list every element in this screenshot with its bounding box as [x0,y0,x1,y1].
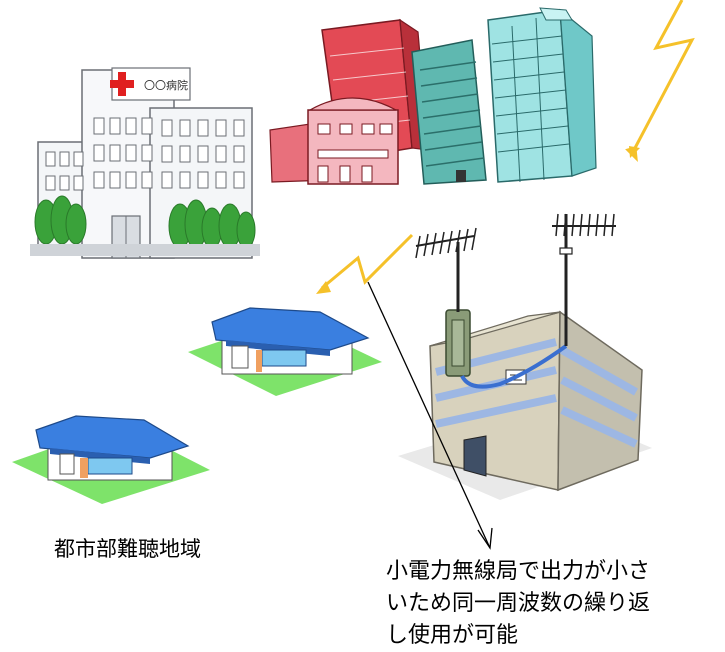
callout-pointer-arrow [367,281,493,550]
house-illustration-upper [188,307,382,396]
signal-lightning-left [316,233,414,294]
hospital-illustration: 〇〇病院 [30,67,260,259]
signal-lightning-top [625,0,695,163]
hospital-sign: 〇〇病院 [144,78,188,92]
antenna-left [415,227,477,312]
house-illustration-lower [12,415,210,504]
low-power-station-note: 小電力無線局で出力が小さ いため同一周波数の繰り返 し使用が可能 [386,556,721,652]
note-line-1: 小電力無線局で出力が小さ [386,559,651,584]
city-buildings-illustration [269,7,597,185]
antenna-right [552,213,616,346]
note-line-3: し使用が可能 [386,623,519,648]
urban-poor-reception-area-label: 都市部難聴地域 [54,537,201,561]
relay-station-building [398,309,652,500]
note-line-2: いため同一周波数の繰り返 [386,591,651,616]
